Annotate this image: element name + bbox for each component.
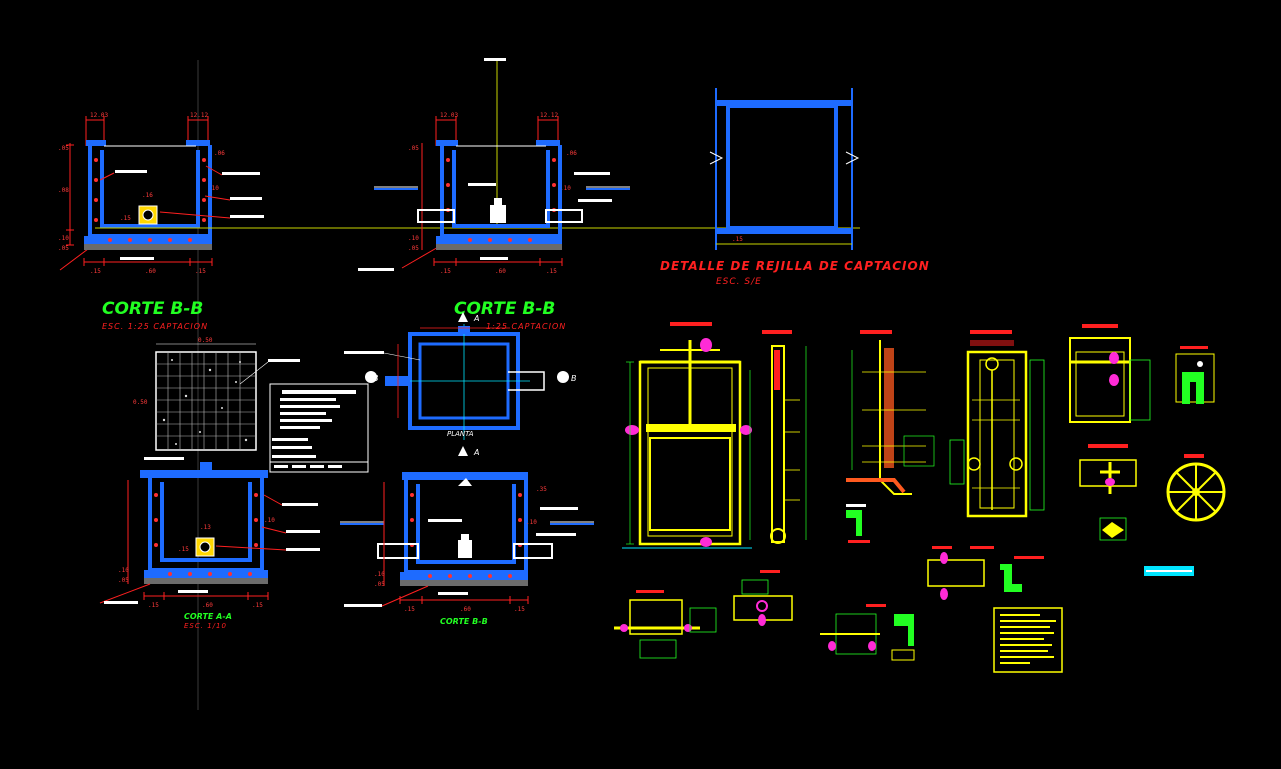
anchor-detail [846, 330, 935, 543]
base-plate-detail-1 [614, 590, 717, 659]
frame-side-detail [949, 330, 1045, 518]
planta-label: PLANTA [447, 430, 474, 438]
section-chamber-top-middle: 12.03 12.12 .05 .10 .05 .15 .60 .15 .06 … [358, 112, 630, 275]
dim-label: .10 [374, 571, 385, 578]
dim-label: .05 [408, 245, 419, 252]
clamp-detail [927, 546, 1044, 600]
dim-label: .15 [440, 268, 451, 275]
gate-elevation-detail [622, 322, 752, 549]
dim-label: .15 [120, 215, 131, 222]
rejilla-scale: ESC. S/E [716, 277, 762, 287]
section-marker-b-left: B [373, 374, 379, 383]
dim-label: .06 [566, 150, 577, 157]
dim-label: 12.03 [90, 112, 108, 119]
rejilla-detail: .15 [709, 88, 860, 250]
dim-label: .05 [58, 145, 69, 152]
section-marker-b-right: B [571, 374, 577, 383]
dim-label: .05 [58, 245, 69, 252]
section-chamber-bottom-middle: .35 .10 .10 .05 .15 .60 .15 [340, 472, 594, 613]
legend-box [993, 607, 1063, 673]
dim-label: .13 [200, 524, 211, 531]
section-chamber-top-left: 12.03 12.12 .05 .08 .10 .05 .15 .60 .15 … [58, 112, 264, 275]
mesh-plan: 0.50 0.50 [133, 337, 300, 451]
dim-label: .60 [495, 268, 506, 275]
dim-label: 0.50 [133, 399, 148, 406]
dim-label: .15 [732, 236, 743, 243]
section-marker-a-bottom: A [473, 448, 479, 457]
base-plate-detail-2 [733, 570, 793, 626]
dim-label: .10 [208, 185, 219, 192]
section-marker-a-top: A [473, 314, 479, 323]
dim-label: .60 [460, 606, 471, 613]
valve-box-detail [1069, 324, 1151, 423]
dim-label: .16 [142, 192, 153, 199]
gate-side-detail [762, 330, 807, 544]
corte-aa-small-title: CORTE A-A [184, 612, 232, 621]
corte-bb-scale-2: 1:25 CAPTACION [486, 322, 566, 331]
dim-label: .15 [546, 268, 557, 275]
dim-label: .60 [145, 268, 156, 275]
dim-label: .10 [264, 517, 275, 524]
corte-bb-small-title: CORTE B-B [440, 617, 488, 626]
bracket-detail [1175, 346, 1215, 404]
dim-label: .15 [514, 606, 525, 613]
dim-label: 12.12 [190, 112, 208, 119]
rejilla-title: DETALLE DE REJILLA DE CAPTACION [660, 259, 930, 273]
dim-label: .05 [408, 145, 419, 152]
dim-label: .15 [148, 602, 159, 609]
flange-detail [1079, 444, 1137, 541]
dim-label: .10 [560, 185, 571, 192]
dim-label: 12.03 [440, 112, 458, 119]
dim-label: .05 [118, 577, 129, 584]
notes-table [269, 383, 369, 473]
dim-label: .15 [178, 546, 189, 553]
dim-label: .15 [195, 268, 206, 275]
corte-bb-scale-1: ESC. 1:25 CAPTACION [102, 322, 208, 331]
dim-label: .15 [90, 268, 101, 275]
dim-label: .10 [526, 519, 537, 526]
corte-bb-title-2: CORTE B-B [454, 299, 555, 319]
section-chamber-bottom-left: .13 .15 .10 .10 .05 .15 .60 .15 [99, 457, 320, 609]
dim-label: 12.12 [540, 112, 558, 119]
dim-label: .08 [58, 187, 69, 194]
dim-label: .10 [118, 567, 129, 574]
dim-label: .10 [58, 235, 69, 242]
dim-label: .06 [214, 150, 225, 157]
dim-label: .35 [536, 486, 547, 493]
dim-label: .15 [252, 602, 263, 609]
planta-view [344, 312, 569, 456]
corte-bb-title-1: CORTE B-B [102, 299, 203, 319]
handwheel-detail [1166, 454, 1226, 522]
corte-aa-small-scale: ESC. 1/10 [184, 622, 227, 630]
dim-label: 0.50 [198, 337, 213, 344]
dim-label: .60 [202, 602, 213, 609]
dim-label: .05 [374, 581, 385, 588]
dim-label: .15 [404, 606, 415, 613]
dim-label: .10 [408, 235, 419, 242]
base-plate-detail-3 [820, 604, 915, 661]
